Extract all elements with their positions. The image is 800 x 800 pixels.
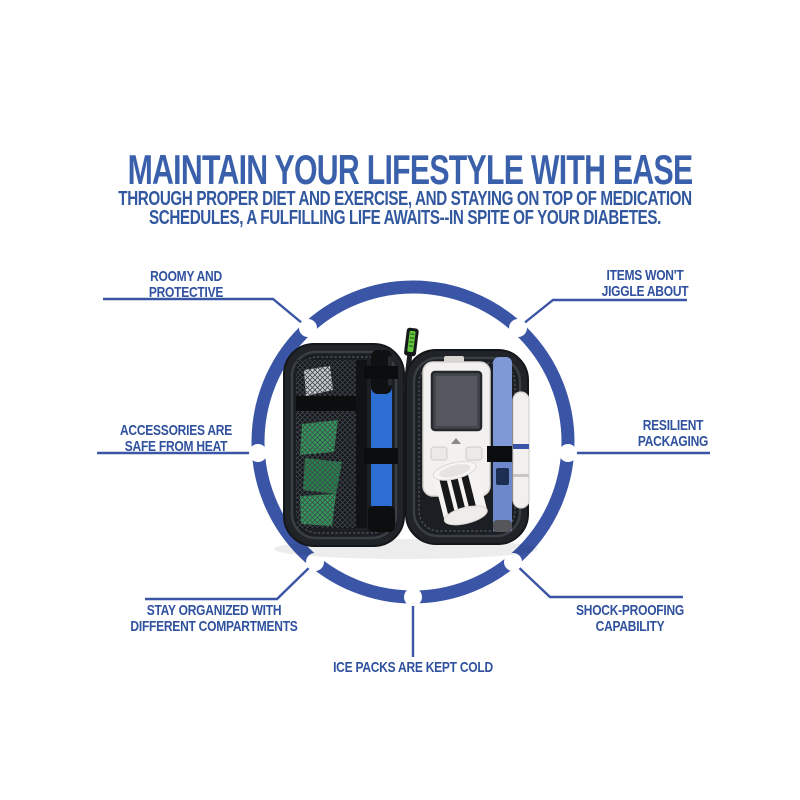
page-title: MAINTAIN YOUR LIFESTYLE WITH EASE xyxy=(127,146,694,193)
callout-shock-proofing: SHOCK-PROOFING CAPABILITY xyxy=(576,602,684,635)
connector-top-left xyxy=(103,297,309,329)
callout-stay-organized: STAY ORGANIZED WITH DIFFERENT COMPARTMEN… xyxy=(130,602,298,635)
connector-top-right xyxy=(517,298,687,329)
page-subtitle-line1: THROUGH PROPER DIET AND EXERCISE, AND ST… xyxy=(118,188,692,210)
callout-roomy-and-protective: ROOMY AND PROTECTIVE xyxy=(148,268,224,301)
connector-bottom-right xyxy=(512,561,683,599)
lancing-device-icon xyxy=(512,391,530,509)
callout-items-wont-jiggle: ITEMS WON'T JIGGLE ABOUT xyxy=(601,267,689,300)
ring-anchor-dots xyxy=(249,319,577,606)
callout-connector-lines xyxy=(97,297,710,657)
diabetes-case-photo xyxy=(274,327,538,559)
callout-ice-packs-kept-cold: ICE PACKS ARE KEPT COLD xyxy=(333,659,493,676)
connector-bottom-left xyxy=(145,561,316,601)
insulin-pen-icon xyxy=(364,350,398,532)
test-strip-vial-icon xyxy=(432,460,488,526)
mesh-pocket-icon xyxy=(296,360,367,528)
callout-accessories-safe-from-heat: ACCESSORIES ARE SAFE FROM HEAT xyxy=(120,422,232,455)
page-subtitle-line2: SCHEDULES, A FULFILLING LIFE AWAITS--IN … xyxy=(148,207,662,229)
callout-resilient-packaging: RESILIENT PACKAGING xyxy=(637,417,709,450)
insulin-pen-icon-2 xyxy=(487,357,518,532)
page-subtitle: THROUGH PROPER DIET AND EXERCISE, AND ST… xyxy=(118,188,692,229)
